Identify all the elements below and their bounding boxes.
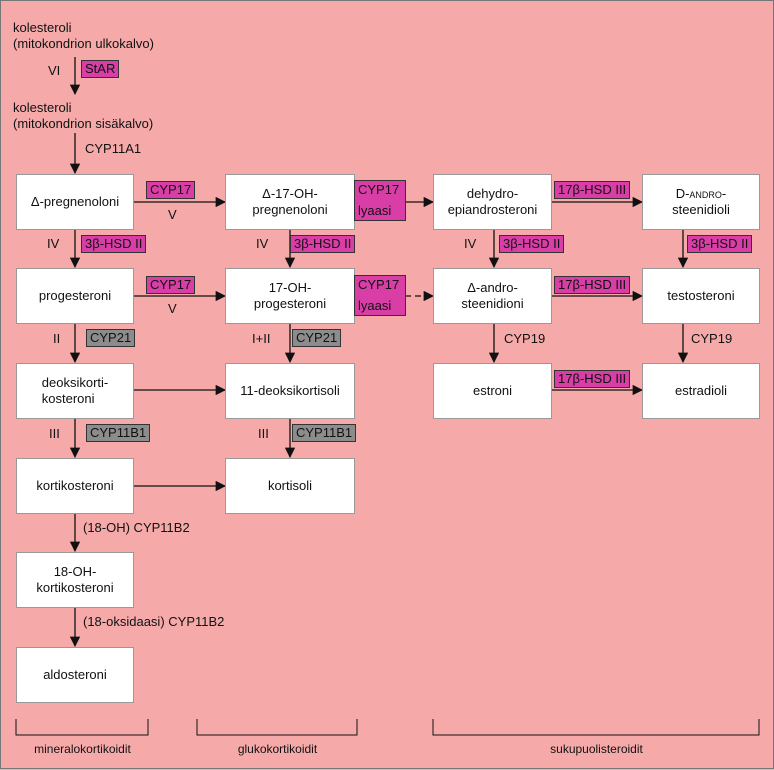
cyp21-tag-1: CYP21 — [86, 329, 136, 347]
bracket-gluko — [196, 719, 358, 736]
box-corticosterone: kortikosteroni — [16, 458, 134, 514]
roman-ii: II — [53, 331, 61, 346]
box-estrone: estroni — [433, 363, 552, 419]
hsd17b3-tag-2: 17β-HSD III — [554, 276, 631, 294]
hsd3b2-tag-1: 3β-HSD II — [81, 235, 147, 253]
group-sex-steroids: sukupuolisteroidit — [550, 742, 643, 756]
box-deoxycorticosterone: deoksikorti-kosteroni — [16, 363, 134, 419]
box-androstenediol: D-andro-steenidioli — [642, 174, 760, 230]
cyp11a1-label: CYP11A1 — [85, 141, 142, 156]
roman-iii-2: III — [258, 426, 269, 441]
group-mineralocorticoids: mineralokortikoidit — [34, 742, 131, 756]
box-estradiol: estradioli — [642, 363, 760, 419]
cyp21-tag-2: CYP21 — [292, 329, 342, 347]
roman-v-1: V — [168, 207, 177, 222]
cyp11b1-tag-1: CYP11B1 — [86, 424, 151, 442]
roman-iii-1: III — [49, 426, 60, 441]
box-aldosterone: aldosteroni — [16, 647, 134, 703]
oks18-cyp11b2-label: (18-oksidaasi) CYP11B2 — [83, 614, 225, 629]
group-glucocorticoids: glukokortikoidit — [237, 742, 318, 756]
box-androstenedione: Δ-andro-steenidioni — [433, 268, 552, 324]
star-tag: StAR — [81, 60, 120, 78]
roman-vi: VI — [48, 63, 61, 78]
roman-iv-2: IV — [256, 236, 269, 251]
cyp11b1-tag-2: CYP11B1 — [292, 424, 357, 442]
box-11-deoxycortisol: 11-deoksikortisoli — [225, 363, 355, 419]
cholesterol-outer-label: kolesteroli(mitokondrion ulkokalvo) — [13, 20, 154, 51]
bracket-mineralo — [15, 719, 149, 736]
box-17oh-progesterone: 17-OH-progesteroni — [225, 268, 355, 324]
hsd3b3-tag-4: 3β-HSD II — [687, 235, 753, 253]
box-cortisol: kortisoli — [225, 458, 355, 514]
roman-i-ii: I+II — [252, 331, 271, 346]
bracket-sex — [432, 719, 760, 736]
box-18oh-corticosterone: 18-OH-kortikosteroni — [16, 552, 134, 608]
roman-v-2: V — [168, 301, 177, 316]
hsd3b2-tag-3: 3β-HSD II — [499, 235, 565, 253]
box-progesterone: progesteroni — [16, 268, 134, 324]
cyp17-tag-2: CYP17 — [146, 276, 196, 294]
roman-iv-3: IV — [464, 236, 477, 251]
box-17oh-pregnenolone: Δ-17-OH-pregnenoloni — [225, 174, 355, 230]
oh18-cyp11b2-label: (18-OH) CYP11B2 — [83, 520, 190, 535]
roman-iv-1: IV — [47, 236, 60, 251]
cyp19-label-1: CYP19 — [504, 331, 546, 346]
box-testosterone: testosteroni — [642, 268, 760, 324]
hsd17b3-tag-3: 17β-HSD III — [554, 370, 631, 388]
hsd3b2-tag-2: 3β-HSD II — [290, 235, 356, 253]
box-pregnenolone: Δ-pregnenoloni — [16, 174, 134, 230]
cyp17-tag-1: CYP17 — [146, 181, 196, 199]
box-dhea: dehydro-epiandrosteroni — [433, 174, 552, 230]
cyp19-label-2: CYP19 — [691, 331, 733, 346]
cholesterol-inner-label: kolesteroli(mitokondrion sisäkalvo) — [13, 100, 154, 131]
hsd17b3-tag-1: 17β-HSD III — [554, 181, 631, 199]
